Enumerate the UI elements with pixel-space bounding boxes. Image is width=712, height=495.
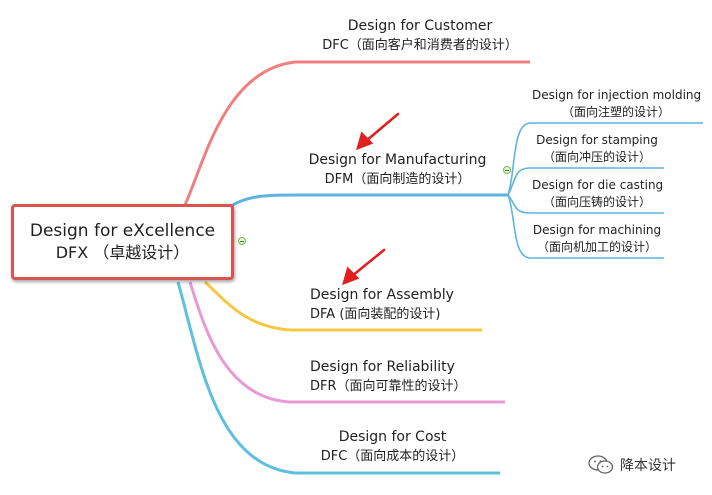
- node-assembly-subtitle: DFA (面向装配的设计): [310, 307, 441, 322]
- subnode-injection-molding-subtitle: （面向注塑的设计）: [561, 105, 670, 119]
- subnode-injection-molding[interactable]: Design for injection molding （面向注塑的设计）: [532, 87, 702, 121]
- node-customer-title: Design for Customer: [347, 18, 493, 34]
- subnode-injection-molding-title: Design for injection molding: [532, 88, 702, 102]
- annotation-arrows: [342, 112, 400, 286]
- root-subtitle: DFX （卓越设计）: [55, 243, 190, 262]
- node-cost-title: Design for Cost: [338, 429, 447, 445]
- sub-connector-die-casting: [507, 194, 664, 214]
- sub-connector-stamping: [507, 167, 664, 196]
- subnode-stamping[interactable]: Design for stamping （面向冲压的设计）: [532, 132, 662, 166]
- node-manufacturing[interactable]: Design for Manufacturing DFM（面向制造的设计）: [300, 151, 495, 189]
- wechat-icon: [588, 455, 614, 474]
- node-manufacturing-subtitle: DFM（面向制造的设计）: [324, 172, 471, 187]
- arrow-assembly-head: [342, 266, 360, 286]
- arrow-assembly: [350, 248, 386, 278]
- subnode-machining-subtitle: （面向机加工的设计）: [536, 240, 657, 254]
- node-customer-subtitle: DFC（面向客户和消费者的设计）: [322, 38, 518, 53]
- node-customer[interactable]: Design for Customer DFC（面向客户和消费者的设计）: [290, 17, 550, 55]
- connector-customer: [183, 60, 530, 206]
- node-assembly[interactable]: Design for Assembly DFA (面向装配的设计): [300, 286, 480, 324]
- arrow-manufacturing: [364, 112, 400, 143]
- watermark: 降本设计: [588, 455, 676, 475]
- sub-connectors: [507, 122, 703, 259]
- connector-manufacturing: [224, 193, 508, 212]
- subnode-stamping-title: Design for stamping: [536, 133, 658, 147]
- subnode-die-casting[interactable]: Design for die casting （面向压铸的设计）: [532, 177, 664, 211]
- subnode-die-casting-subtitle: （面向压铸的设计）: [542, 195, 651, 209]
- connector-cost: [176, 281, 500, 475]
- connector-reliability: [188, 281, 505, 404]
- node-reliability[interactable]: Design for Reliability DFR（面向可靠性的设计）: [300, 358, 495, 396]
- connector-assembly: [203, 280, 482, 332]
- manufacturing-collapse-icon[interactable]: [503, 166, 511, 174]
- subnode-machining[interactable]: Design for machining （面向机加工的设计）: [532, 222, 662, 256]
- node-assembly-title: Design for Assembly: [310, 287, 454, 303]
- watermark-text: 降本设计: [620, 458, 676, 474]
- node-manufacturing-title: Design for Manufacturing: [308, 152, 487, 168]
- node-reliability-subtitle: DFR（面向可靠性的设计）: [310, 379, 467, 394]
- node-cost-subtitle: DFC（面向成本的设计）: [320, 449, 465, 464]
- root-node[interactable]: Design for eXcellence DFX （卓越设计）: [11, 204, 234, 280]
- sub-connector-injection: [507, 122, 703, 196]
- node-cost[interactable]: Design for Cost DFC（面向成本的设计）: [300, 428, 485, 466]
- node-reliability-title: Design for Reliability: [310, 359, 455, 375]
- subnode-machining-title: Design for machining: [532, 223, 662, 237]
- sub-connector-machining: [507, 194, 664, 259]
- root-collapse-icon[interactable]: [238, 237, 246, 245]
- arrow-manufacturing-head: [356, 131, 374, 151]
- subnode-die-casting-title: Design for die casting: [532, 178, 664, 192]
- root-title: Design for eXcellence: [29, 221, 216, 241]
- subnode-stamping-subtitle: （面向冲压的设计）: [542, 150, 651, 164]
